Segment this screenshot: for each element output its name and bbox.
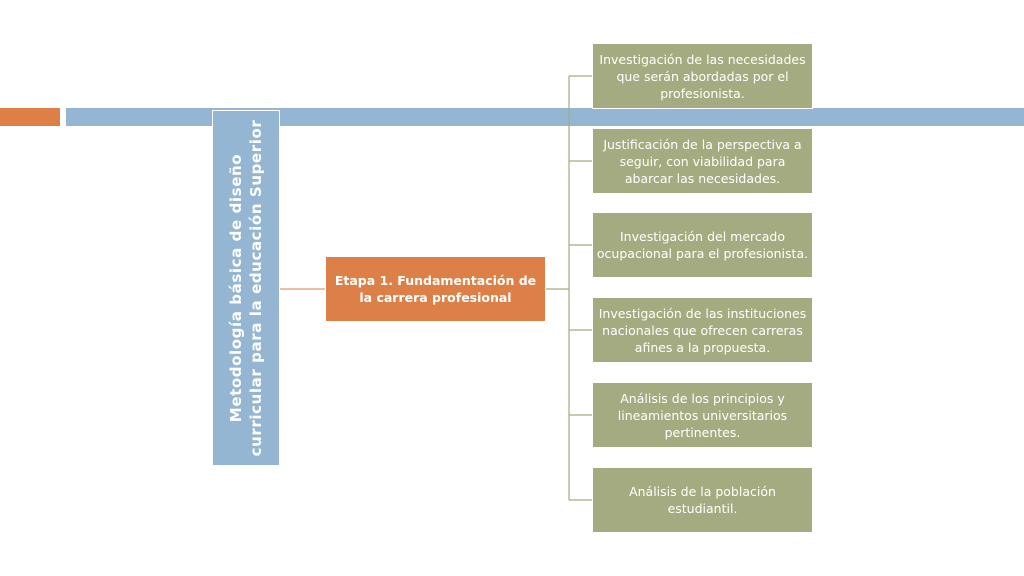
item-node-4: Investigación de las instituciones nacio… bbox=[592, 297, 813, 363]
item-node-5: Análisis de los principios y lineamiento… bbox=[592, 382, 813, 448]
item-node-label: Investigación del mercado ocupacional pa… bbox=[596, 229, 809, 261]
item-node-label: Justificación de la perspectiva a seguir… bbox=[603, 136, 802, 186]
root-node-label: Metodología básica de diseño curricular … bbox=[227, 119, 265, 457]
root-node: Metodología básica de diseño curricular … bbox=[212, 110, 280, 466]
stage-node: Etapa 1. Fundamentación de la carrera pr… bbox=[325, 256, 546, 322]
item-node-label: Análisis de los principios y lineamiento… bbox=[617, 390, 788, 440]
item-node-2: Justificación de la perspectiva a seguir… bbox=[592, 128, 813, 194]
stage-node-label: Etapa 1. Fundamentación de la carrera pr… bbox=[334, 273, 537, 305]
item-node-label: Investigación de las instituciones nacio… bbox=[598, 305, 807, 355]
header-accent-blue-bar bbox=[66, 108, 1024, 126]
item-node-label: Investigación de las necesidades que ser… bbox=[599, 51, 806, 101]
header-accent-orange-bar bbox=[0, 108, 60, 126]
item-node-3: Investigación del mercado ocupacional pa… bbox=[592, 212, 813, 278]
item-node-label: Análisis de la población estudiantil. bbox=[629, 484, 776, 516]
item-node-1: Investigación de las necesidades que ser… bbox=[592, 43, 813, 109]
item-node-6: Análisis de la población estudiantil. bbox=[592, 467, 813, 533]
